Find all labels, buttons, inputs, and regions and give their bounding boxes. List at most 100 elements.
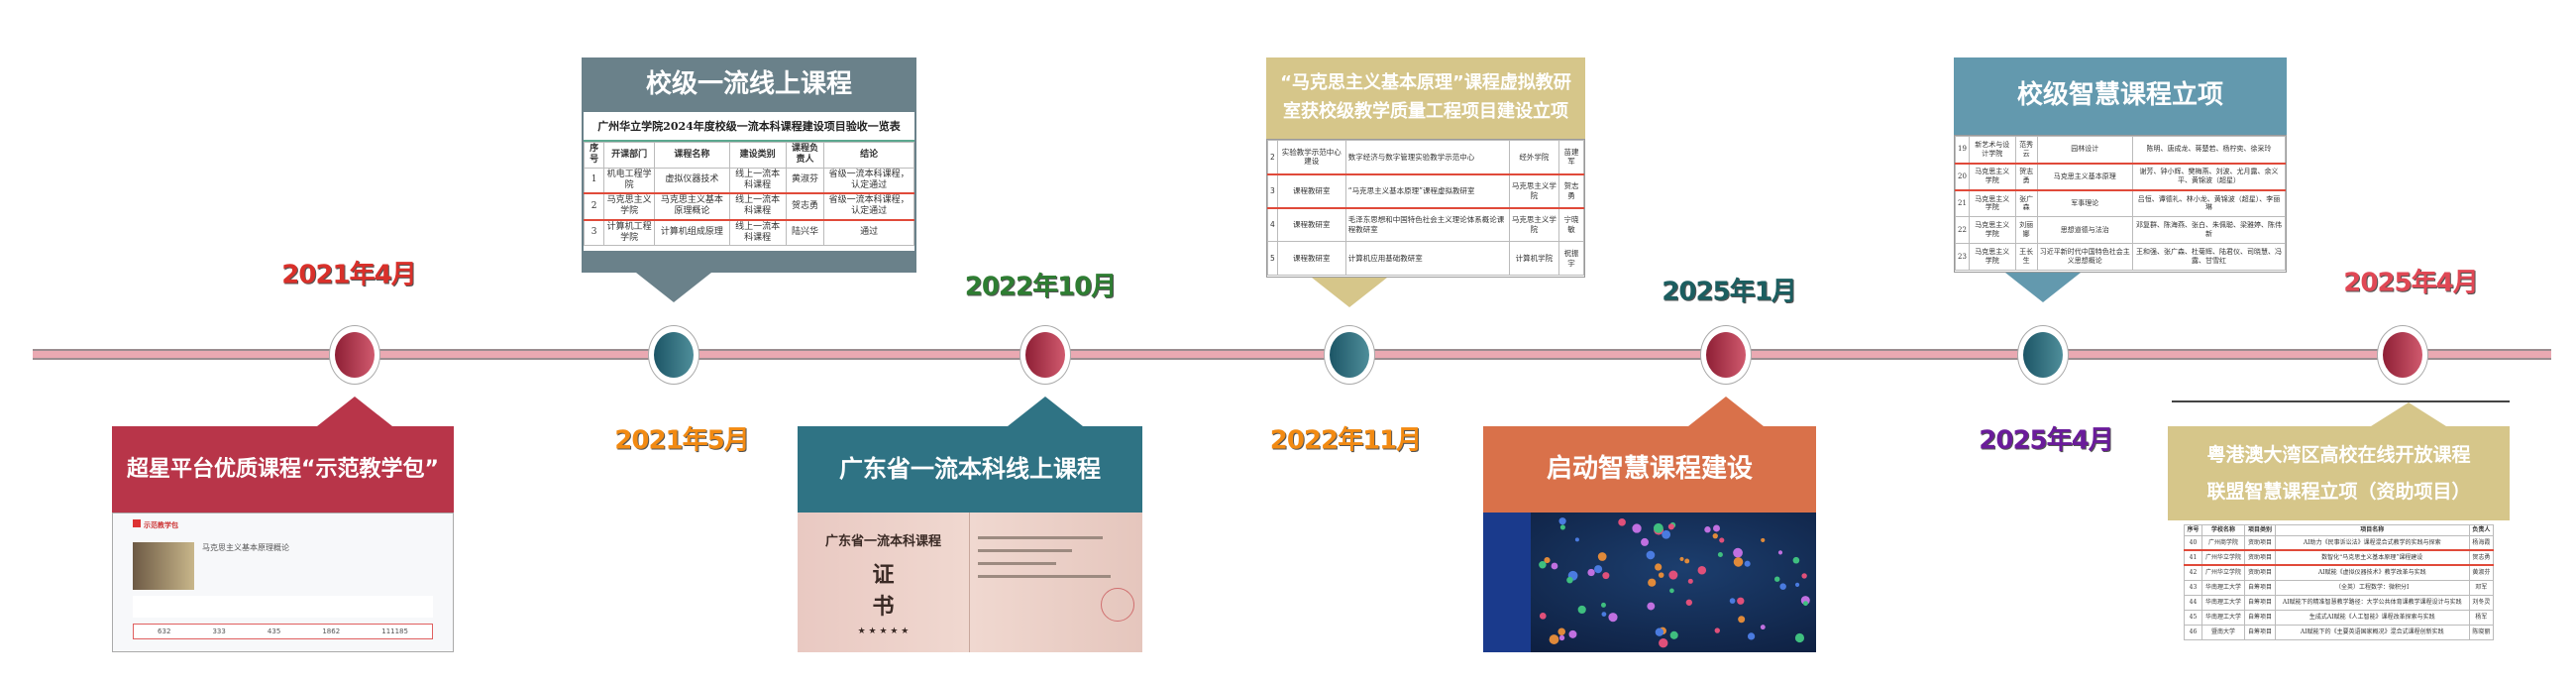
milestone-card-school-online-course: 校级一流线上课程 广州华立学院2024年度校级一流本科课程建设项目验收一览表 序… — [582, 57, 916, 302]
table-cell: 43 — [2184, 579, 2202, 596]
date-label: 2025年1月 — [1662, 277, 1796, 307]
graph-node — [1608, 613, 1618, 623]
table-cell: 课程教研室 — [1276, 172, 1346, 209]
table-cell: AI助力《民事诉讼法》课程混合式教学的实践与探索 — [2274, 534, 2470, 551]
table-cell: 马克思主义学院 — [1508, 172, 1559, 209]
timeline-node-2025-01[interactable] — [1700, 325, 1752, 385]
graph-node — [1668, 570, 1678, 580]
table-cell: 陈晓丽 — [2468, 624, 2495, 640]
table-cell: 数字经济与数字管理实验教学示范中心 — [1344, 140, 1510, 174]
table-cell: 军事理论 — [2036, 189, 2133, 217]
table-cell: 2 — [1267, 140, 1278, 174]
date-label: 2025年4月 — [2343, 268, 2478, 298]
graph-node — [1794, 582, 1800, 587]
graph-node — [1733, 547, 1743, 558]
graph-node — [1717, 551, 1723, 558]
timeline-node-2021-04[interactable] — [329, 325, 380, 385]
table-cell: 5 — [1267, 241, 1278, 276]
table-cell: 马克思主义学院 — [1968, 216, 2016, 244]
graph-node — [1558, 634, 1565, 641]
table-cell: 广州华立学院 — [2200, 564, 2246, 581]
table-cell: 杨军 — [2468, 609, 2495, 626]
course-cover-image — [133, 542, 194, 590]
graph-node — [1760, 625, 1766, 630]
graph-node — [1557, 627, 1565, 636]
graph-node — [1744, 560, 1751, 567]
table-cell: 19 — [1955, 136, 1970, 164]
graph-node — [1779, 583, 1786, 590]
graph-node — [1653, 522, 1664, 533]
divider — [2172, 400, 2510, 402]
graph-node — [1549, 634, 1559, 644]
timeline-node-2021-05[interactable] — [648, 325, 699, 385]
table-cell: 资助项目 — [2244, 564, 2276, 581]
graph-node — [1662, 529, 1671, 539]
table-cell: 线上一流本科课程 — [728, 219, 787, 246]
graph-node — [1574, 537, 1579, 542]
table-cell: 虚拟仪器技术 — [654, 167, 730, 194]
table-cell: AI赋能下的精准智慧教学路径：大学公共体育课教学课程设计与实践 — [2274, 594, 2470, 611]
table-cell: 机电工程学院 — [603, 167, 656, 194]
graph-node — [1641, 537, 1649, 546]
graph-node — [1601, 612, 1607, 617]
table-cell: 刘丽娜 — [2014, 216, 2038, 244]
timeline-node-2025-04b[interactable] — [2377, 325, 2428, 385]
table-cell: 张广森 — [2014, 189, 2038, 217]
card-title-line-2: 联盟智慧课程立项（资助项目） — [2206, 480, 2471, 503]
graph-node — [1655, 627, 1664, 636]
table-cell: 杨海霞 — [2468, 534, 2495, 551]
graph-node — [1647, 602, 1656, 611]
graph-node — [1539, 561, 1547, 569]
table-cell: 4 — [1267, 207, 1278, 242]
graph-node — [1646, 550, 1656, 560]
table-cell: 3 — [1267, 172, 1278, 209]
card-title: 广东省一流本科线上课程 — [798, 426, 1142, 513]
table-cell: 计算机工程学院 — [603, 219, 656, 246]
table-cell: 省级一流本科课程，认定通过 — [823, 167, 914, 194]
graph-node — [1577, 605, 1586, 615]
table-header: 序号学校名称项目类别项目名称负责人 — [2184, 524, 2495, 536]
table-cell: “马克思主义基本原理”课程虚拟教研室 — [1344, 172, 1510, 209]
certificate-image: 广东省一流本科课程 证 书 ★ ★ ★ ★ ★ — [798, 513, 1142, 652]
graph-node — [1747, 632, 1756, 640]
graph-node — [1602, 572, 1610, 580]
graph-node — [1587, 568, 1595, 577]
graph-node — [1794, 632, 1805, 643]
graph-node — [1774, 576, 1780, 582]
table-cell: 44 — [2184, 594, 2202, 611]
table-cell: 22 — [1955, 216, 1970, 244]
timeline-node-2022-11[interactable] — [1324, 325, 1375, 385]
table-cell: 40 — [2184, 534, 2202, 551]
table-cell: 范秀云 — [2014, 136, 2038, 164]
table-cell: 计算机应用基础教研室 — [1344, 241, 1510, 276]
table-cell: 46 — [2184, 624, 2202, 640]
timeline-node-2022-10[interactable] — [1020, 325, 1071, 385]
table-cell: 数智化“马克思主义基本原理”课程建设 — [2274, 549, 2470, 566]
graph-node — [1733, 557, 1744, 567]
table-cell: AI赋能《虚拟仪器技术》教学改革与实践 — [2274, 564, 2470, 581]
graph-node — [1697, 565, 1707, 575]
graph-node — [1648, 578, 1657, 587]
graph-node — [1729, 598, 1736, 604]
table-cell: 资助项目 — [2244, 549, 2276, 566]
graph-node — [1632, 523, 1642, 533]
table-cell: 省级一流本科课程，认定通过 — [823, 192, 914, 221]
milestone-card-guangdong-course: 广东省一流本科线上课程 广东省一流本科课程 证 书 ★ ★ ★ ★ ★ — [798, 397, 1142, 652]
table-cell: 1 — [584, 167, 605, 194]
table-header: 序号开课部门课程名称建设类别课程负责人结论 — [584, 142, 914, 169]
graph-node — [1802, 601, 1808, 607]
timeline-node-2025-04a[interactable] — [2017, 325, 2069, 385]
table-cell: 新艺术与设计学院 — [1968, 136, 2016, 164]
table-cell: 自筹项目 — [2244, 594, 2276, 611]
table-cell: 毛泽东思想和中国特色社会主义理论体系概论课程教研室 — [1344, 207, 1510, 242]
